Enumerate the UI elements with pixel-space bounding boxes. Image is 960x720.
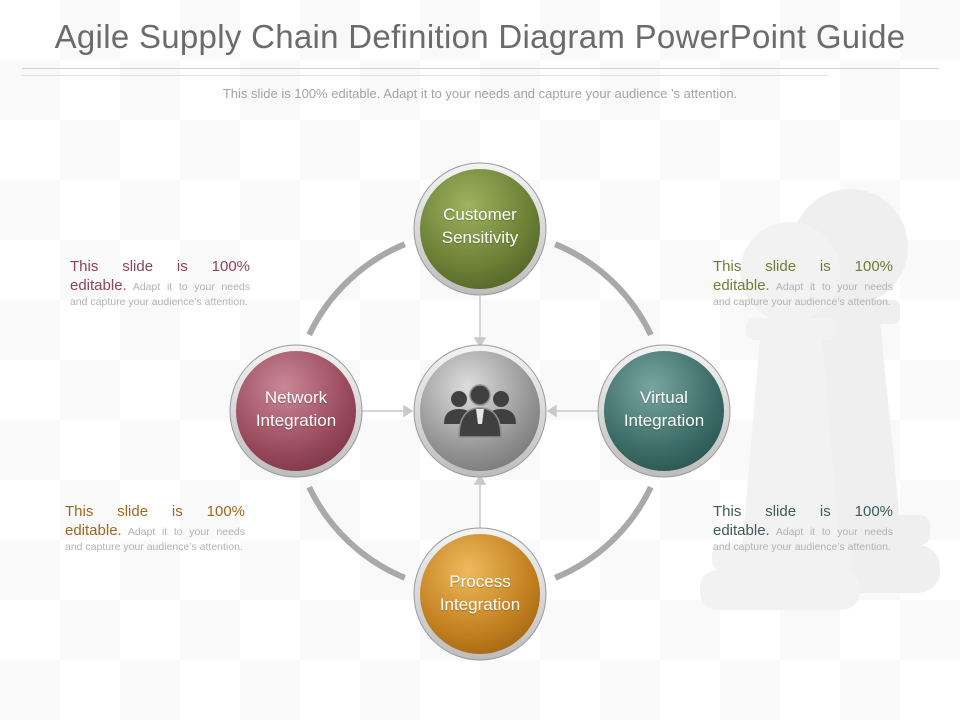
node-label-line1: Process [449,572,511,591]
callout-bottom-left: This slide is 100% editable. Adapt it to… [65,502,245,554]
callout-body: Adapt it to your needs and capture your … [713,281,894,308]
node-label-line2: Sensitivity [441,228,519,247]
node-process-integration [413,527,547,661]
node-label-process-integration: Process Integration [418,570,542,616]
node-label-customer-sensitivity: Customer Sensitivity [418,203,542,249]
node-network-integration [229,344,363,478]
callout-lead: This slide is 100% editable. [713,503,893,539]
node-label-line1: Network [264,388,328,407]
node-label-line1: Customer [443,205,517,224]
node-label-line2: Integration [255,411,337,430]
people-group-icon [444,384,516,438]
node-virtual-integration [597,344,731,478]
node-label-virtual-integration: Virtual Integration [602,386,726,432]
slide-subtitle: This slide is 100% editable. Adapt it to… [222,86,738,101]
title-divider-secondary [22,75,828,76]
node-customer-sensitivity [413,162,547,296]
callout-bottom-right: This slide is 100% editable. Adapt it to… [713,502,893,554]
callout-lead: This slide is 100% editable. [70,258,250,294]
node-label-line1: Virtual [640,388,688,407]
callout-top-right: This slide is 100% editable. Adapt it to… [713,257,893,309]
callout-top-left: This slide is 100% editable. Adapt it to… [70,257,250,309]
callout-body: Adapt it to your needs and capture your … [713,526,894,553]
callout-body: Adapt it to your needs and capture your … [65,526,246,553]
chess-pawn-watermark-icon [700,189,940,610]
node-label-line2: Integration [623,411,705,430]
slide-title: Agile Supply Chain Definition Diagram Po… [54,18,906,55]
node-label-line2: Integration [439,595,521,614]
center-connectors [362,296,598,528]
callout-lead: This slide is 100% editable. [65,503,245,539]
callout-body: Adapt it to your needs and capture your … [70,281,251,308]
node-label-network-integration: Network Integration [234,386,358,432]
cycle-ring [306,241,654,581]
title-divider [22,68,938,69]
callout-lead: This slide is 100% editable. [713,258,893,294]
